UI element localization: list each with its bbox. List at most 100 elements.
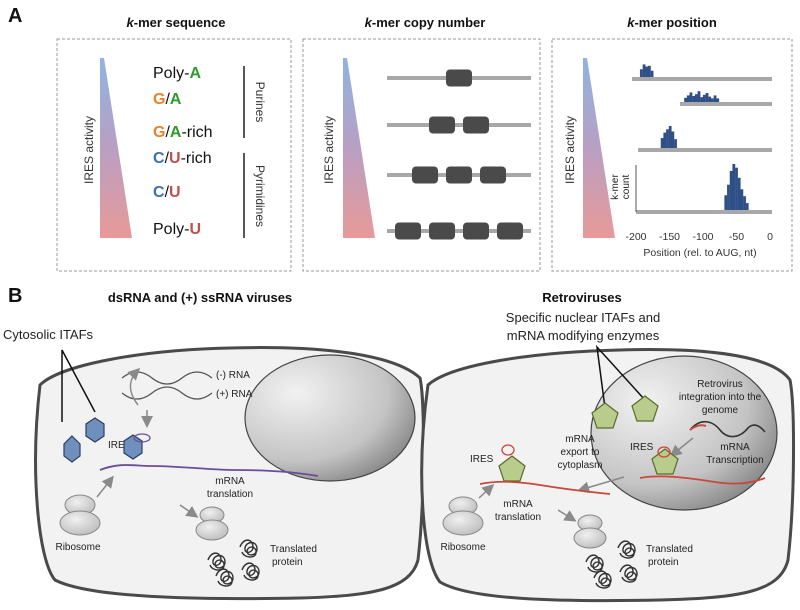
itaf-pentagon-2 (631, 395, 659, 422)
pyrimidines-label: Pyrimidines (253, 165, 267, 227)
kmer-base-2: A (170, 91, 182, 108)
kmer-copy-block (446, 69, 472, 87)
position-bar (689, 92, 693, 102)
copy-title-rest: -mer copy number (372, 15, 485, 30)
minus-rna-label: (-) RNA (216, 370, 250, 381)
position-bar (642, 64, 646, 77)
export-arrow (577, 476, 625, 494)
right-cell-nucleus (590, 355, 778, 511)
kmer-base-1: C (153, 150, 165, 167)
protein-label-left: protein (272, 557, 303, 568)
position-bar (684, 97, 687, 102)
kmer-position-title: k-mer position (627, 15, 717, 30)
protein-squiggle (619, 564, 638, 583)
kmer-copy-box (302, 38, 541, 272)
kmer-copy-block (497, 222, 523, 240)
retro-label-3: genome (702, 405, 739, 416)
position-bar (727, 184, 730, 210)
position-bar (710, 98, 714, 102)
translated-proteins-right (585, 540, 638, 589)
itaf-hexagon-1 (63, 435, 81, 463)
kmer-base-2: U (169, 184, 181, 201)
kmer-copy-block (429, 116, 455, 134)
seq-title-k: k (127, 15, 135, 30)
protein-squiggle (207, 552, 226, 571)
ires-itaf-hexagon (123, 434, 143, 460)
kmer-base-1: G (153, 124, 165, 141)
seq-title-rest: -mer sequence (134, 15, 226, 30)
protein-squiggle (593, 570, 612, 589)
kmer-copy-block (463, 116, 489, 134)
kmer-suffix: -rich (181, 150, 212, 167)
translation-arrow-right (557, 509, 577, 522)
nuclear-itafs-label-2: mRNA modifying enzymes (507, 328, 660, 343)
position-bar (732, 164, 736, 210)
kmer-label: Poly-A (153, 65, 201, 82)
position-bar (716, 98, 720, 102)
protein-squiggle (215, 568, 234, 587)
export-label-1: mRNA (565, 434, 595, 445)
ires-label-nuclear: IRES (630, 442, 654, 453)
protein-squiggle (239, 539, 258, 558)
kmer-base-2: A (170, 124, 182, 141)
kmer-copy-title: k-mer copy number (365, 15, 486, 30)
x-tick-label: -150 (659, 231, 680, 243)
position-bar (674, 139, 677, 148)
mrna-left (99, 464, 319, 477)
kmer-suffix: -rich (181, 124, 212, 141)
protein-squiggle (585, 554, 604, 573)
position-bar (650, 70, 654, 77)
kmer-base-1: C (153, 184, 165, 201)
ires-activity-label-3: IRES activity (563, 116, 577, 184)
kmer-label: Poly-U (153, 221, 201, 238)
ribosome-large-left-2 (195, 519, 229, 541)
mrna-label-right: mRNA (503, 499, 533, 510)
copy-number-rows (387, 69, 531, 240)
protein-squiggle (241, 562, 260, 581)
nuclear-ires-pentagon (651, 448, 679, 475)
translated-proteins-left (207, 539, 260, 587)
position-bar (735, 167, 738, 210)
kmer-prefix: Poly- (153, 65, 189, 82)
position-bar (668, 126, 672, 148)
cyto-ires-pentagon (498, 455, 526, 482)
ribosome-large-right-2 (573, 527, 607, 549)
retro-label-2: integration into the (679, 392, 762, 403)
kmer-separator: / (165, 124, 170, 141)
export-label-3: cytoplasm (557, 460, 602, 471)
position-bar (697, 91, 701, 102)
translation-label-left: translation (207, 489, 253, 500)
position-bar (648, 65, 651, 77)
kmer-base-2: U (169, 150, 181, 167)
panel-a-letter: A (8, 5, 22, 27)
kmer-count-label-2: count (621, 175, 632, 200)
kmer-base-2: A (189, 65, 201, 82)
translation-arrow-left (179, 504, 199, 518)
cyto-ires-loop (501, 444, 515, 456)
mrna-right (479, 480, 611, 495)
nuclear-itafs-pointer (595, 344, 646, 409)
plus-rna-label: (+) RNA (216, 389, 253, 400)
ribosome-large-right (442, 510, 484, 536)
panel-b-letter: B (8, 285, 22, 307)
activity-triangle-2 (343, 58, 375, 238)
plus-rna-strand (121, 386, 213, 400)
ribosome-arrow-left (96, 475, 114, 498)
copy-title-k: k (365, 15, 373, 30)
kmer-base-2: U (189, 221, 201, 238)
kmer-separator: / (165, 91, 170, 108)
kmer-label: C/U (153, 184, 181, 201)
cytosolic-itafs-pointer (61, 349, 96, 422)
kmer-base-1: G (153, 91, 165, 108)
ires-loop-left (133, 433, 151, 443)
position-bar (686, 95, 690, 102)
kmer-label: G/A (153, 91, 182, 108)
protein-label-right: protein (648, 557, 679, 568)
x-axis-label: Position (rel. to AUG, nt) (643, 247, 756, 259)
activity-triangle-1 (100, 58, 132, 238)
nuclear-ires-loop (657, 446, 671, 458)
position-bar (660, 138, 664, 148)
position-bar (740, 189, 744, 210)
